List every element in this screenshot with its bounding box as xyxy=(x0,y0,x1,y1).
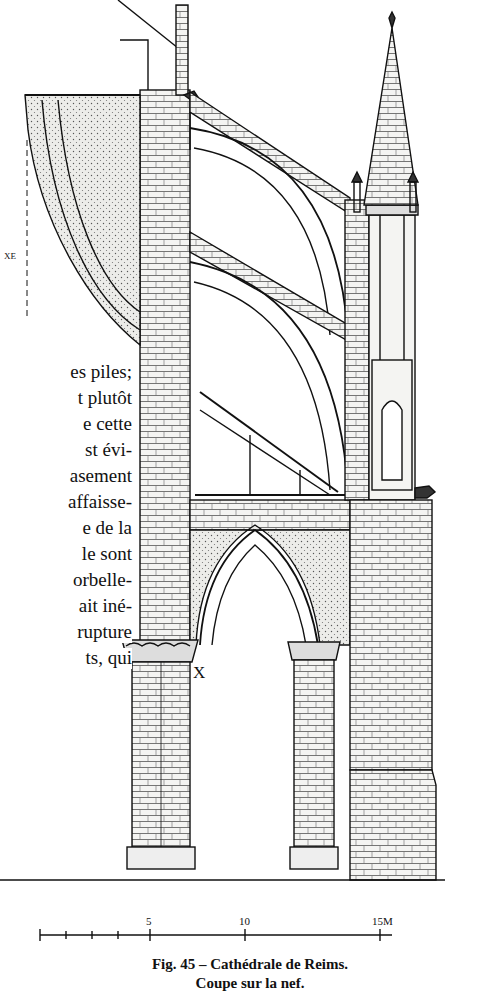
scale-number: 10 xyxy=(239,915,250,927)
text-fragment: st évi- xyxy=(85,440,132,461)
text-fragment: e de la xyxy=(82,518,132,539)
scale-number: 5 xyxy=(146,915,152,927)
illustration xyxy=(0,0,445,941)
text-fragment: orbelle- xyxy=(73,570,132,591)
text-fragment: ts, qui xyxy=(86,648,132,669)
text-fragment: asement xyxy=(70,466,132,487)
section-mark: X xyxy=(193,664,205,683)
text-fragment: le sont xyxy=(82,544,132,565)
text-fragment: es piles; xyxy=(70,362,132,383)
scale-number: 15M xyxy=(372,915,393,927)
text-fragment: affaisse- xyxy=(68,492,132,513)
figure-caption: Fig. 45 – Cathédrale de Reims. Coupe sur… xyxy=(130,955,370,993)
axis-mark: XE xyxy=(4,252,16,262)
text-fragment: e cette xyxy=(83,414,132,435)
text-fragment: t plutôt xyxy=(78,388,132,409)
text-fragment: rupture xyxy=(77,622,132,643)
text-fragment: ait iné- xyxy=(79,596,132,617)
